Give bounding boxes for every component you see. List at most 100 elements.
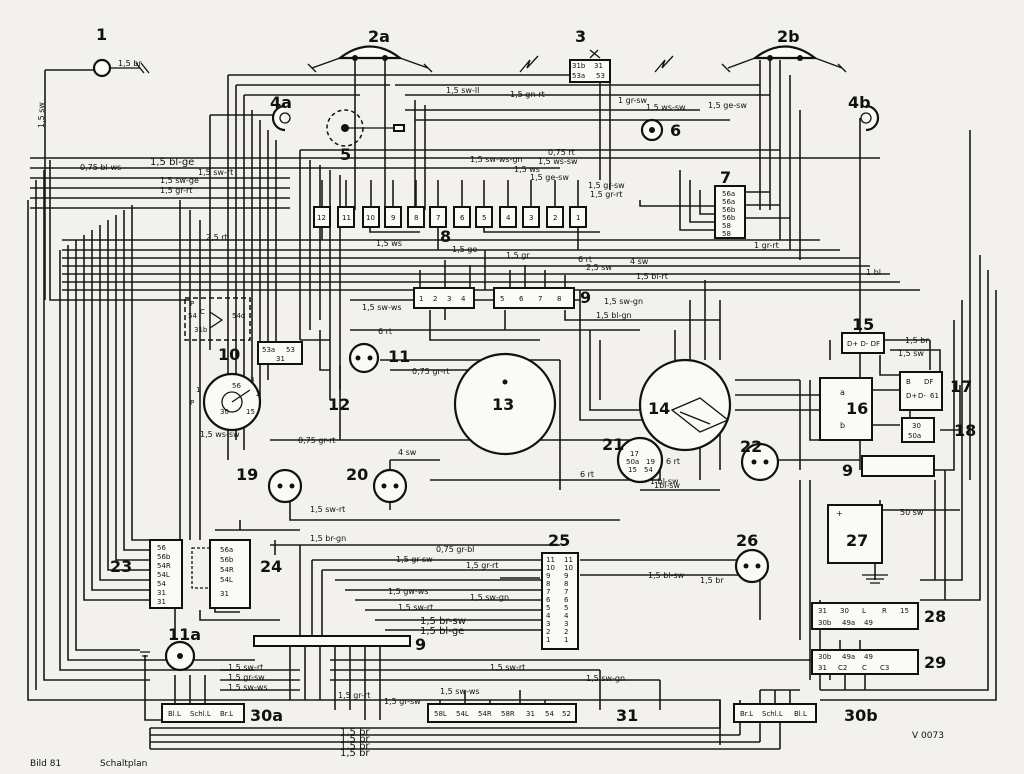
pin-12-1: 1 <box>196 386 200 394</box>
component-6-indicator-lamp <box>640 118 664 142</box>
pin-25-l2: 2 <box>546 628 550 636</box>
wire-label-w14: 1,5 sw-ws-gn <box>470 155 523 164</box>
pin-3-31b: 31b <box>572 62 586 70</box>
label-5: 5 <box>340 145 351 164</box>
pin-24-56a: 56a <box>220 546 233 554</box>
wire-label-w17: 1,5 ge-sw <box>530 173 569 182</box>
wire-label-w30: 1,5 sw-gn <box>604 297 643 306</box>
wire-label-w39: 1,5 sw-rt <box>310 505 345 514</box>
wire-label-w16: 1,5 ws <box>514 165 540 174</box>
wire-label-w13: 1,5 gr-rt <box>160 186 192 195</box>
pin-25-l6: 6 <box>546 596 551 604</box>
pin-3-31: 31 <box>594 62 603 70</box>
pin-30b-schll: Schl.L <box>762 710 783 718</box>
pin-24-54r: 54R <box>220 566 234 574</box>
label-17: 17 <box>950 377 972 396</box>
fuse-10: 10 <box>366 214 375 222</box>
component-14-ignition-switch <box>638 358 732 452</box>
pin-9-6: 6 <box>519 295 524 303</box>
pin-25-r1: 1 <box>564 636 568 644</box>
wire-label-w53: 1,5 sw-ws <box>228 683 268 692</box>
pin-28-r: R <box>882 607 887 615</box>
pin-29-c: C <box>862 664 867 672</box>
fuse-5: 5 <box>482 214 486 222</box>
wire-label-w10: 0,75 bl-ws <box>80 163 121 172</box>
fuse-1: 1 <box>576 214 580 222</box>
wire-label-w42: 1,5 gr-sw <box>396 555 433 564</box>
pin-10-c: C <box>200 308 205 316</box>
label-30a: 30a <box>250 706 283 725</box>
pin-25-r2: 2 <box>564 628 568 636</box>
component-23-combination-switch <box>149 539 183 609</box>
label-31: 31 <box>616 706 638 725</box>
pin-21-15: 15 <box>628 466 637 474</box>
pin-28-31: 31 <box>818 607 827 615</box>
pin-17-dplus: D+ <box>906 392 917 400</box>
pin-29-49: 49 <box>864 653 873 661</box>
wire-label-w63: 50 sw <box>900 508 924 517</box>
wire-label-w26: 4 sw <box>630 257 649 266</box>
component-18-starter <box>901 417 935 443</box>
pin-31-54l: 54L <box>456 710 469 718</box>
wire-label-w32: 6 rt <box>378 327 392 336</box>
label-9-right: 9 <box>842 461 853 480</box>
component-24-combination-switch <box>191 539 251 609</box>
pin-10-53: 53 <box>286 346 295 354</box>
pin-12-56: 56 <box>232 382 241 390</box>
wire-label-w40: 1,5 br-gn <box>310 534 346 543</box>
component-17-generator <box>899 371 943 411</box>
fuse-9: 9 <box>391 214 395 222</box>
pin-17-dminus: D- <box>918 392 926 400</box>
wire-label-w62: 1,5 br <box>340 748 370 759</box>
pin-10-54: 54 <box>188 312 197 320</box>
pin-25-r6: 6 <box>564 596 569 604</box>
wire-label-w7: 1,5 ge-sw <box>708 101 747 110</box>
wire-label-w54: 1,5 sw-rt <box>490 663 525 672</box>
label-3: 3 <box>575 27 586 46</box>
pin-10-p: P <box>190 300 194 308</box>
pin-21-17: 17 <box>630 450 639 458</box>
pin-9-7: 7 <box>538 295 542 303</box>
pin-31-52: 52 <box>562 710 571 718</box>
component-11-lamp <box>348 342 380 374</box>
wire-label-w41: 0,75 gr-bl <box>436 545 474 554</box>
pin-28-15: 15 <box>900 607 909 615</box>
pin-25-r8: 8 <box>564 580 568 588</box>
component-9-connector-bottom <box>253 635 411 647</box>
component-19-lamp <box>267 468 303 504</box>
wire-label-w64: 1 bl <box>866 268 881 277</box>
pin-25-r3: 3 <box>564 620 568 628</box>
pin-10-31: 31 <box>276 355 285 363</box>
component-13-speedometer <box>453 352 557 456</box>
pin-9-4: 4 <box>461 295 466 303</box>
pin-7-4: 56b <box>722 214 736 222</box>
wire-label-w52: 1,5 gr-sw <box>228 673 265 682</box>
pin-25-l8: 8 <box>546 580 550 588</box>
component-1-horn <box>92 58 150 78</box>
pin-25-r11: 11 <box>564 556 573 564</box>
pin-9-8: 8 <box>557 295 561 303</box>
wire-label-w37: 6 rt <box>580 470 594 479</box>
wire-label-w23: 1 gr-rt <box>754 241 779 250</box>
pin-23-56b: 56b <box>157 553 171 561</box>
component-26-lamp <box>734 548 770 584</box>
fuse-6: 6 <box>460 214 465 222</box>
pin-29-31: 31 <box>818 664 827 672</box>
component-3-flasher-switch <box>519 49 674 83</box>
pin-25-l1: 1 <box>546 636 550 644</box>
wire-labels: 1,5 br 1,5 sw 1,5 sw-ll 1,5 gn-rt 1 gr-s… <box>37 59 929 759</box>
wire-label-w61: 1,5 br <box>340 741 370 752</box>
pin-31-31: 31 <box>526 710 535 718</box>
pin-23-54r: 54R <box>157 562 171 570</box>
pin-3-53a: 53a <box>572 72 585 80</box>
pin-25-l9: 9 <box>546 572 550 580</box>
wire-label-w36: 4 sw <box>398 448 417 457</box>
wire-label-w56: 1,5 sw-ws <box>440 687 480 696</box>
pin-12-2: 2 <box>256 390 260 398</box>
pin-25-l4: 4 <box>546 612 551 620</box>
label-12: 12 <box>328 395 350 414</box>
pin-9-2: 2 <box>433 295 437 303</box>
wire-label-w34: 1,5 ws-sw <box>200 430 240 439</box>
pin-29-c3: C3 <box>880 664 889 672</box>
pin-29-c2: C2 <box>838 664 847 672</box>
